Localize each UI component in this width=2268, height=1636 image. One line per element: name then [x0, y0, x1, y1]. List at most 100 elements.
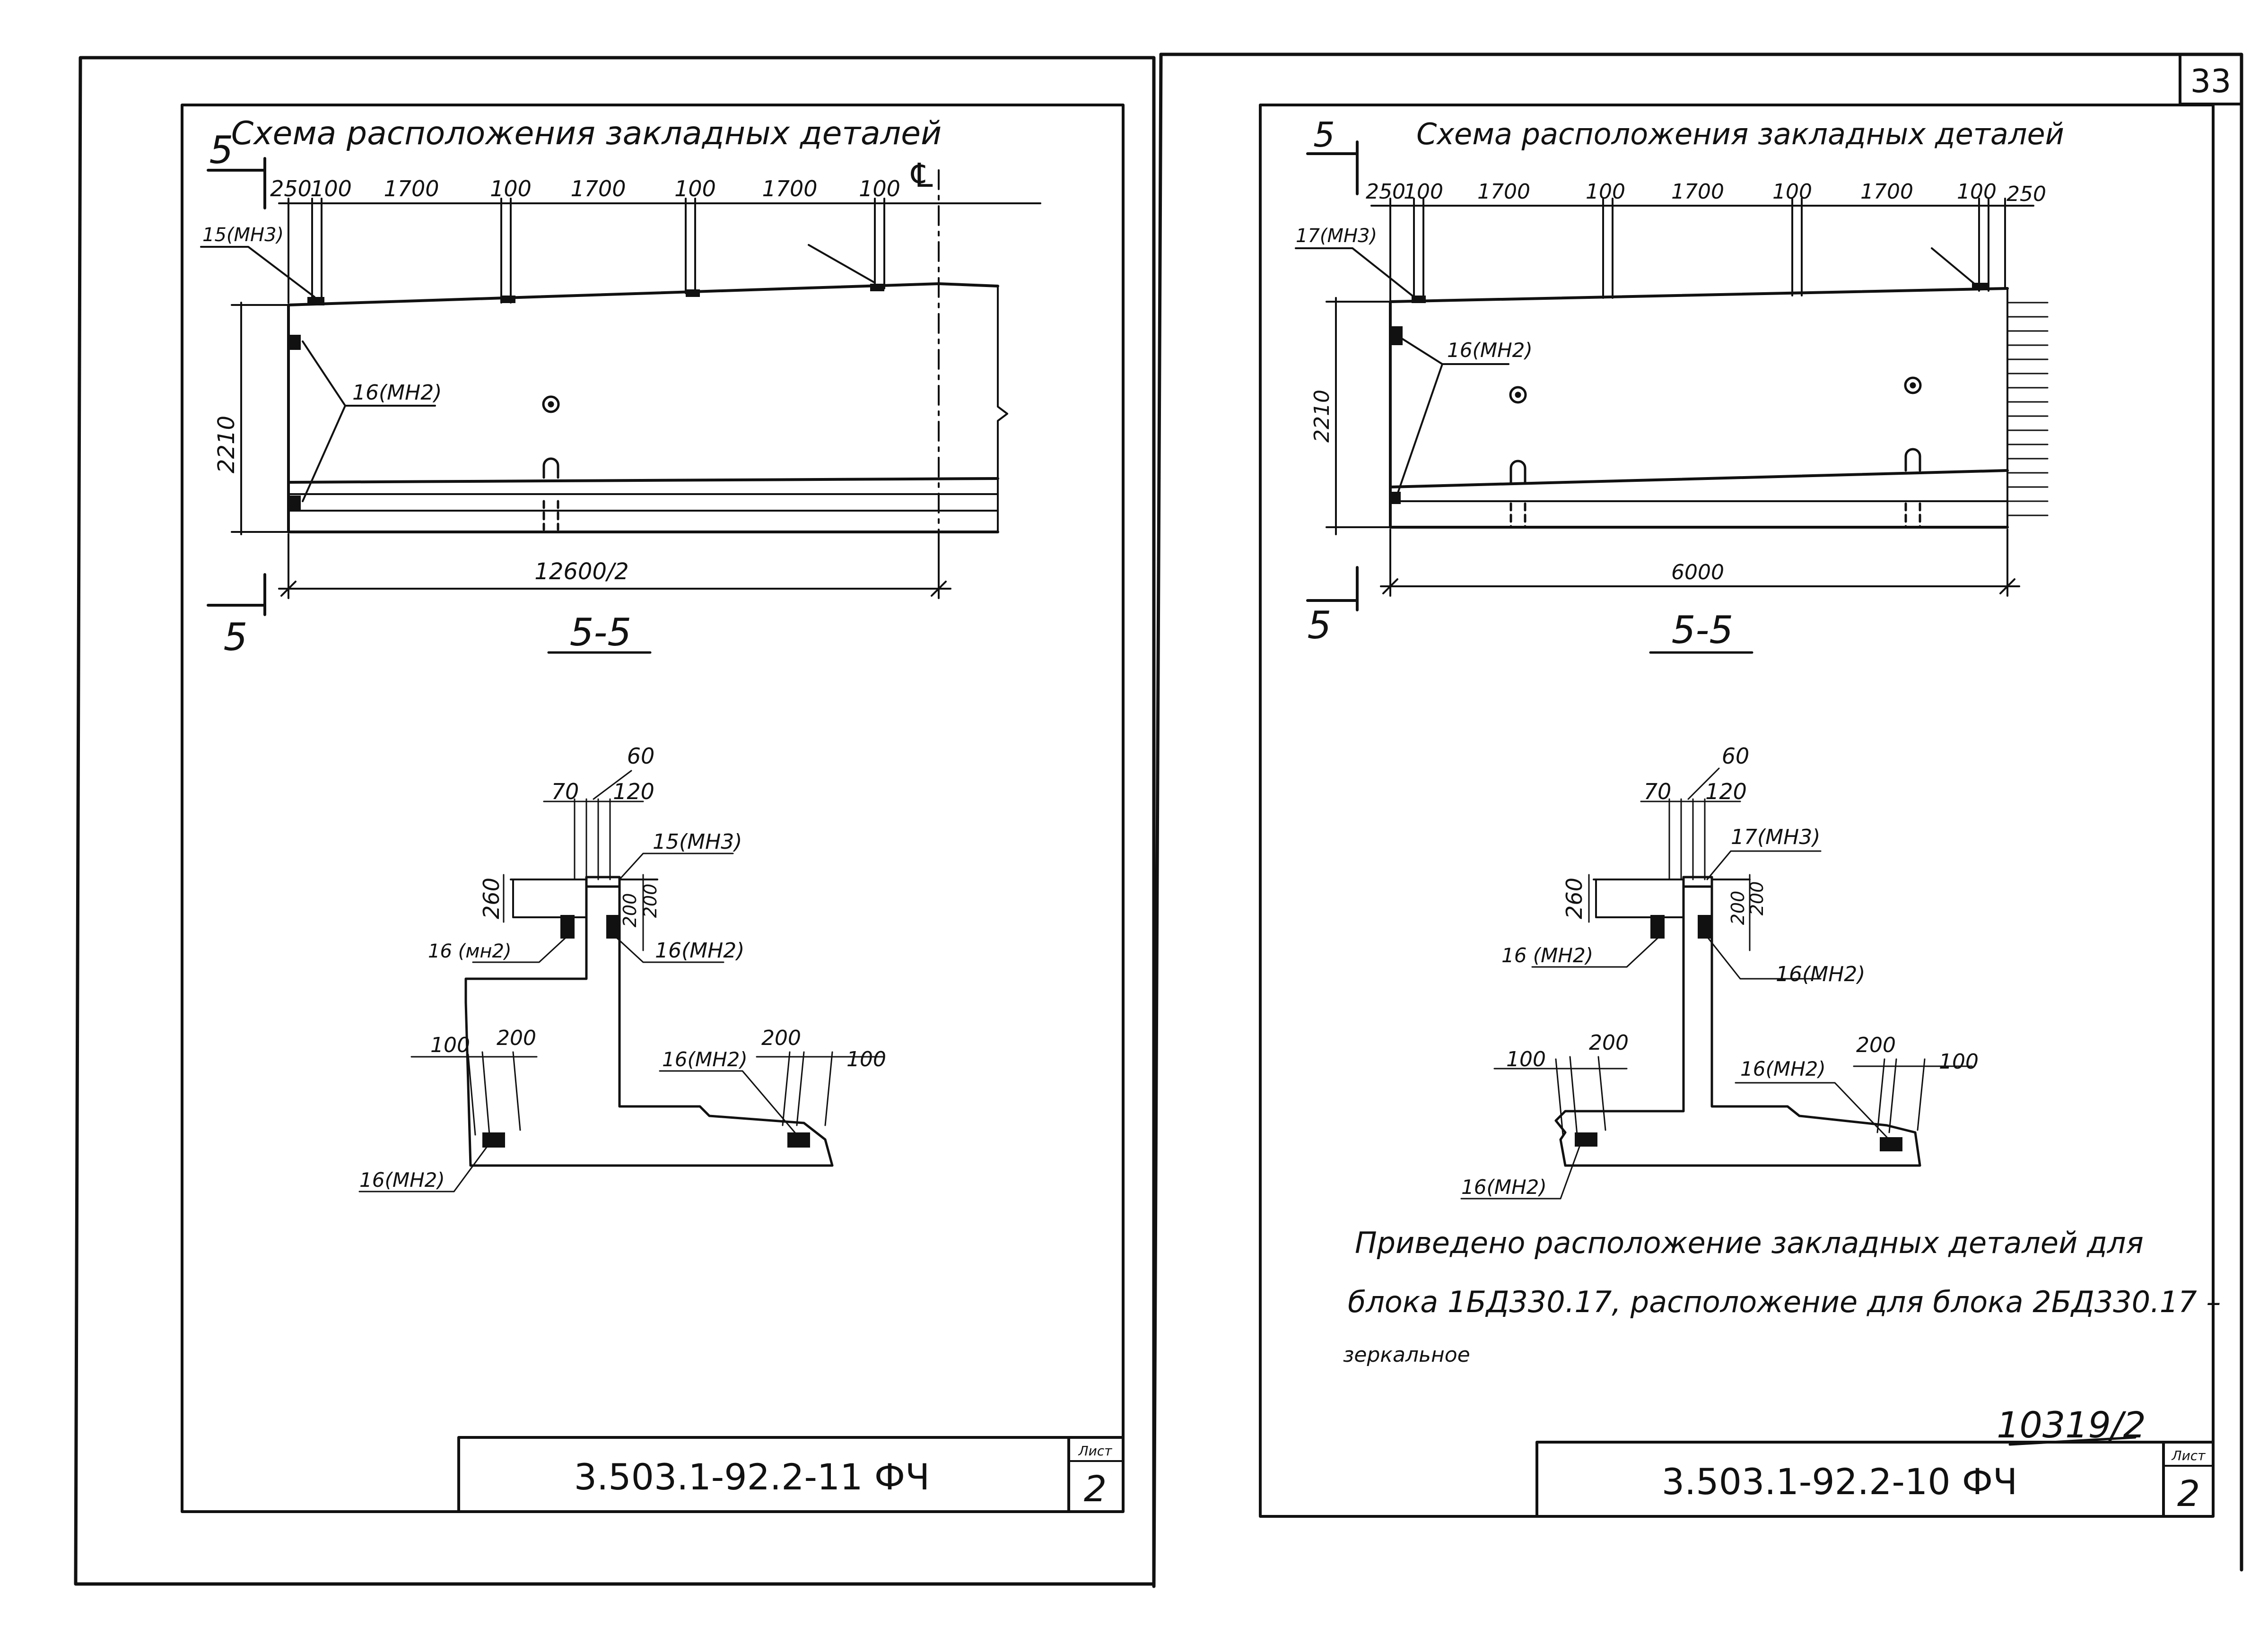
left-label-16-mn2: 16(МН2)	[352, 381, 442, 405]
right-dim-1700-a: 1700	[1477, 180, 1530, 204]
left-dim-100-d: 100	[859, 176, 900, 201]
left-block-elevation	[287, 282, 1008, 533]
left-stamp-sheet-label: Лист	[1078, 1443, 1113, 1459]
left-section-marker-bottom: 5	[207, 573, 266, 659]
left-sec-dim-70: 70	[551, 779, 579, 804]
right-sec-dim-100-left: 100	[1506, 1047, 1546, 1071]
right-sec-dim-200a: 200	[1727, 891, 1748, 925]
left-dim-1700-c: 1700	[762, 176, 817, 201]
left-label-15-mn3: 15(МН3)	[202, 224, 284, 246]
sheet-fold-line	[1152, 52, 1163, 1588]
left-centerline-mark: ℄	[911, 156, 933, 195]
right-height-dimension	[1326, 297, 1391, 535]
right-top-dimensions	[1370, 198, 2034, 301]
right-outer-frame	[1159, 52, 2243, 1572]
left-length-dimension	[278, 533, 951, 599]
left-stamp-sheet-number: 2	[1084, 1468, 1107, 1510]
right-dim-1700-c: 1700	[1860, 180, 1913, 204]
right-label-16-mn2: 16(МН2)	[1447, 339, 1533, 362]
left-sec-dim-260: 260	[479, 878, 504, 919]
archive-number: 10319/2	[1997, 1404, 2146, 1446]
right-sec-dim-200b: 200	[1746, 881, 1767, 916]
right-sec-label-left: 16 (МН2)	[1501, 944, 1593, 967]
left-sec-label-top: 15(МН3)	[653, 830, 742, 854]
left-leaders	[200, 244, 876, 502]
left-sec-dim-100-right: 100	[846, 1047, 886, 1071]
right-dim-100-a: 100	[1404, 180, 1443, 204]
right-dim-100-b: 100	[1586, 180, 1625, 204]
left-sec-dim-120: 120	[613, 779, 654, 804]
right-sec-dim-260: 260	[1561, 878, 1587, 919]
left-sec-dim-100-left: 100	[430, 1033, 470, 1057]
right-lifting-features	[1509, 376, 1922, 529]
right-sec-dim-60: 60	[1722, 743, 1750, 769]
left-sec-dim-200a: 200	[619, 893, 640, 928]
right-section-dim-lines	[1460, 767, 1973, 1200]
right-note-line-1: Приведено расположение закладных деталей…	[1355, 1226, 2144, 1260]
right-label-17-mn3: 17(МН3)	[1296, 225, 1377, 247]
left-sec-label-left: 16 (мн2)	[428, 940, 512, 962]
left-section-title: 5-5	[570, 610, 632, 654]
left-sec-dim-60: 60	[627, 743, 655, 769]
right-stamp	[1535, 1441, 2215, 1518]
left-height-dimension	[231, 302, 289, 535]
svg-text:5: 5	[209, 128, 234, 172]
right-sec-dim-120: 120	[1705, 779, 1747, 804]
left-inner-frame	[181, 104, 1125, 1513]
svg-text:5: 5	[1308, 603, 1332, 647]
svg-text:5: 5	[1313, 115, 1335, 155]
left-scheme-title: Схема расположения закладных деталей	[231, 115, 942, 152]
right-dim-250-a: 250	[1366, 180, 1405, 204]
right-dim-100-d: 100	[1957, 180, 1997, 204]
left-sec-label-flange-left: 16(МН2)	[359, 1168, 445, 1192]
left-lifting-features	[542, 395, 560, 531]
left-sec-label-flange-right: 16(МН2)	[662, 1048, 748, 1071]
right-stamp-code: 3.503.1-92.2-10 ФЧ	[1662, 1461, 2018, 1503]
right-sec-dim-200-left: 200	[1589, 1031, 1629, 1055]
left-dim-2210: 2210	[213, 416, 240, 473]
left-dim-100-c: 100	[674, 176, 716, 201]
right-note-line-3: зеркальное	[1343, 1343, 1470, 1367]
right-dim-100-c: 100	[1772, 180, 1812, 204]
page-number-box: 33	[2179, 53, 2243, 105]
left-sec-label-right: 16(МН2)	[655, 939, 744, 963]
right-embedded-plates	[1391, 283, 1989, 504]
left-section-plates	[482, 915, 810, 1148]
right-dim-1700-b: 1700	[1671, 180, 1724, 204]
left-dim-100-b: 100	[490, 176, 532, 201]
left-dim-12600: 12600/2	[534, 558, 628, 585]
left-embedded-plates	[289, 284, 884, 510]
svg-text:5: 5	[224, 615, 248, 659]
right-dim-6000: 6000	[1671, 560, 1724, 584]
page-number: 33	[2190, 63, 2232, 100]
right-sec-dim-200-right: 200	[1856, 1033, 1896, 1057]
left-top-dimensions	[278, 169, 1041, 587]
right-sec-label-top: 17(МН3)	[1731, 825, 1820, 849]
left-dim-100-a: 100	[310, 176, 352, 201]
left-cross-section	[464, 876, 834, 1167]
left-dim-1700-b: 1700	[570, 176, 626, 201]
right-leaders	[1295, 247, 1975, 495]
left-section-dim-lines	[358, 770, 885, 1192]
right-length-dimension	[1380, 529, 2020, 597]
left-dim-1700-a: 1700	[384, 176, 439, 201]
left-stamp-code: 3.503.1-92.2-11 ФЧ	[574, 1456, 930, 1498]
right-stamp-sheet-number: 2	[2177, 1472, 2200, 1514]
right-sec-dim-100-right: 100	[1939, 1050, 1979, 1074]
outer-frames	[74, 52, 2243, 1588]
right-note-line-2: блока 1БД330.17, расположение для блока …	[1348, 1285, 2221, 1319]
left-stamp	[457, 1436, 1125, 1513]
right-section-marker-top: 5	[1306, 115, 1359, 195]
left-sec-dim-200b: 200	[640, 884, 661, 918]
right-sheet: Схема расположения закладных деталей 5 5…	[1259, 104, 2221, 1518]
left-sec-dim-200-right: 200	[761, 1026, 801, 1050]
right-section-title: 5-5	[1672, 608, 1734, 652]
left-dim-250: 250	[270, 176, 312, 201]
left-sec-dim-200-left: 200	[497, 1026, 536, 1050]
right-break-hatch	[2006, 302, 2049, 516]
right-section-plates	[1575, 915, 1902, 1151]
right-sec-dim-70: 70	[1644, 779, 1672, 804]
left-section-marker-top: 5	[207, 128, 266, 209]
right-scheme-title: Схема расположения закладных деталей	[1416, 117, 2064, 151]
